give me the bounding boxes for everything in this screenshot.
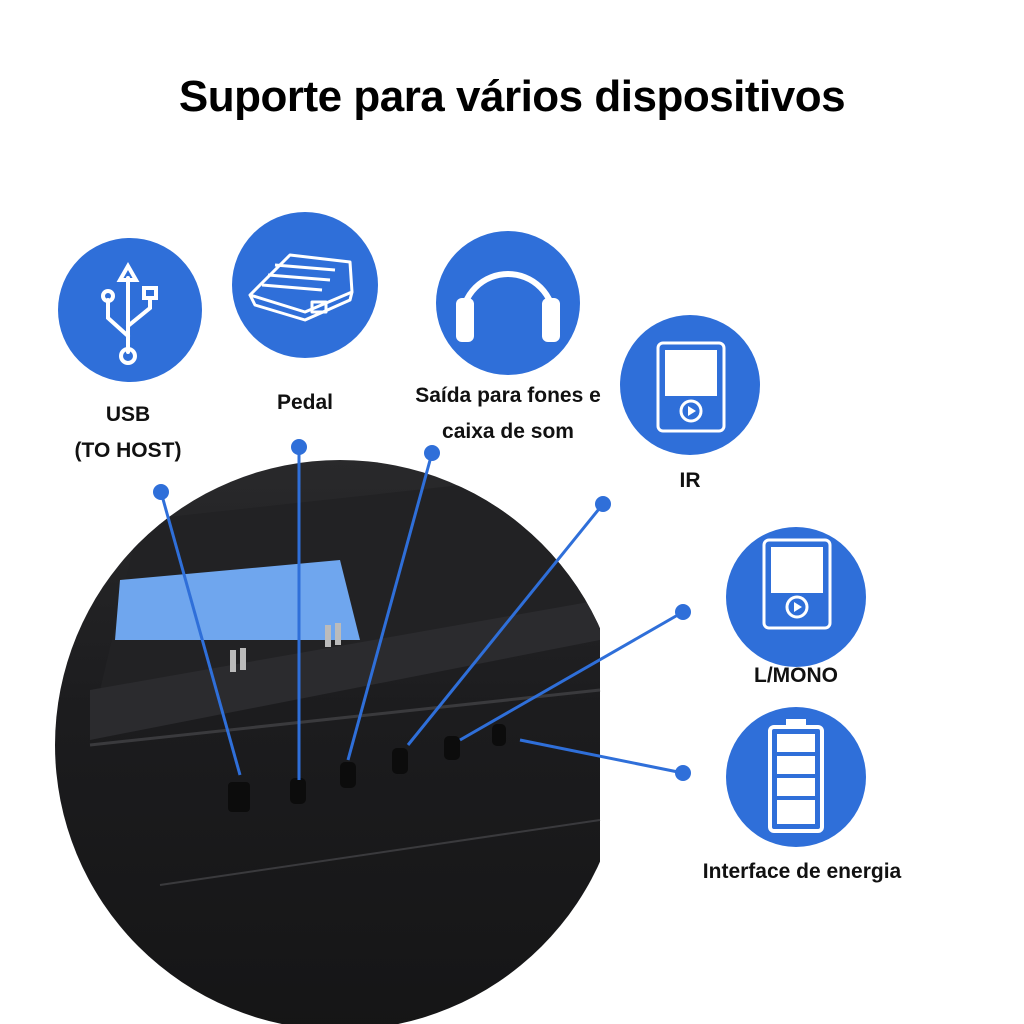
- headphones-icon: [436, 231, 580, 375]
- usb-label: USB (TO HOST): [75, 397, 182, 469]
- label-line: (TO HOST): [74, 439, 182, 462]
- label-line: Interface de energia: [702, 860, 902, 883]
- media-player-icon: [620, 315, 760, 455]
- ir-label: IR: [680, 463, 701, 499]
- usb-icon: [58, 238, 202, 382]
- lmono-label: L/MONO: [754, 658, 838, 694]
- label-line: Saída para fones e: [415, 384, 601, 407]
- label-line: Pedal: [276, 391, 334, 414]
- power-label: Interface de energia: [703, 854, 901, 890]
- keyboard-photo: [55, 460, 601, 1024]
- label-line: L/MONO: [754, 664, 838, 687]
- pedal-label: Pedal: [277, 385, 333, 421]
- page-title: Suporte para vários dispositivos: [178, 72, 846, 121]
- label-line: caixa de som: [442, 420, 574, 443]
- label-line: IR: [679, 469, 701, 492]
- label-line: USB: [105, 403, 151, 426]
- headphones-label: Saída para fones e caixa de som: [415, 378, 601, 450]
- connector-lines: [153, 439, 691, 781]
- media-player-icon: [726, 527, 866, 667]
- pedal-icon: [232, 212, 378, 358]
- battery-icon: [726, 707, 866, 847]
